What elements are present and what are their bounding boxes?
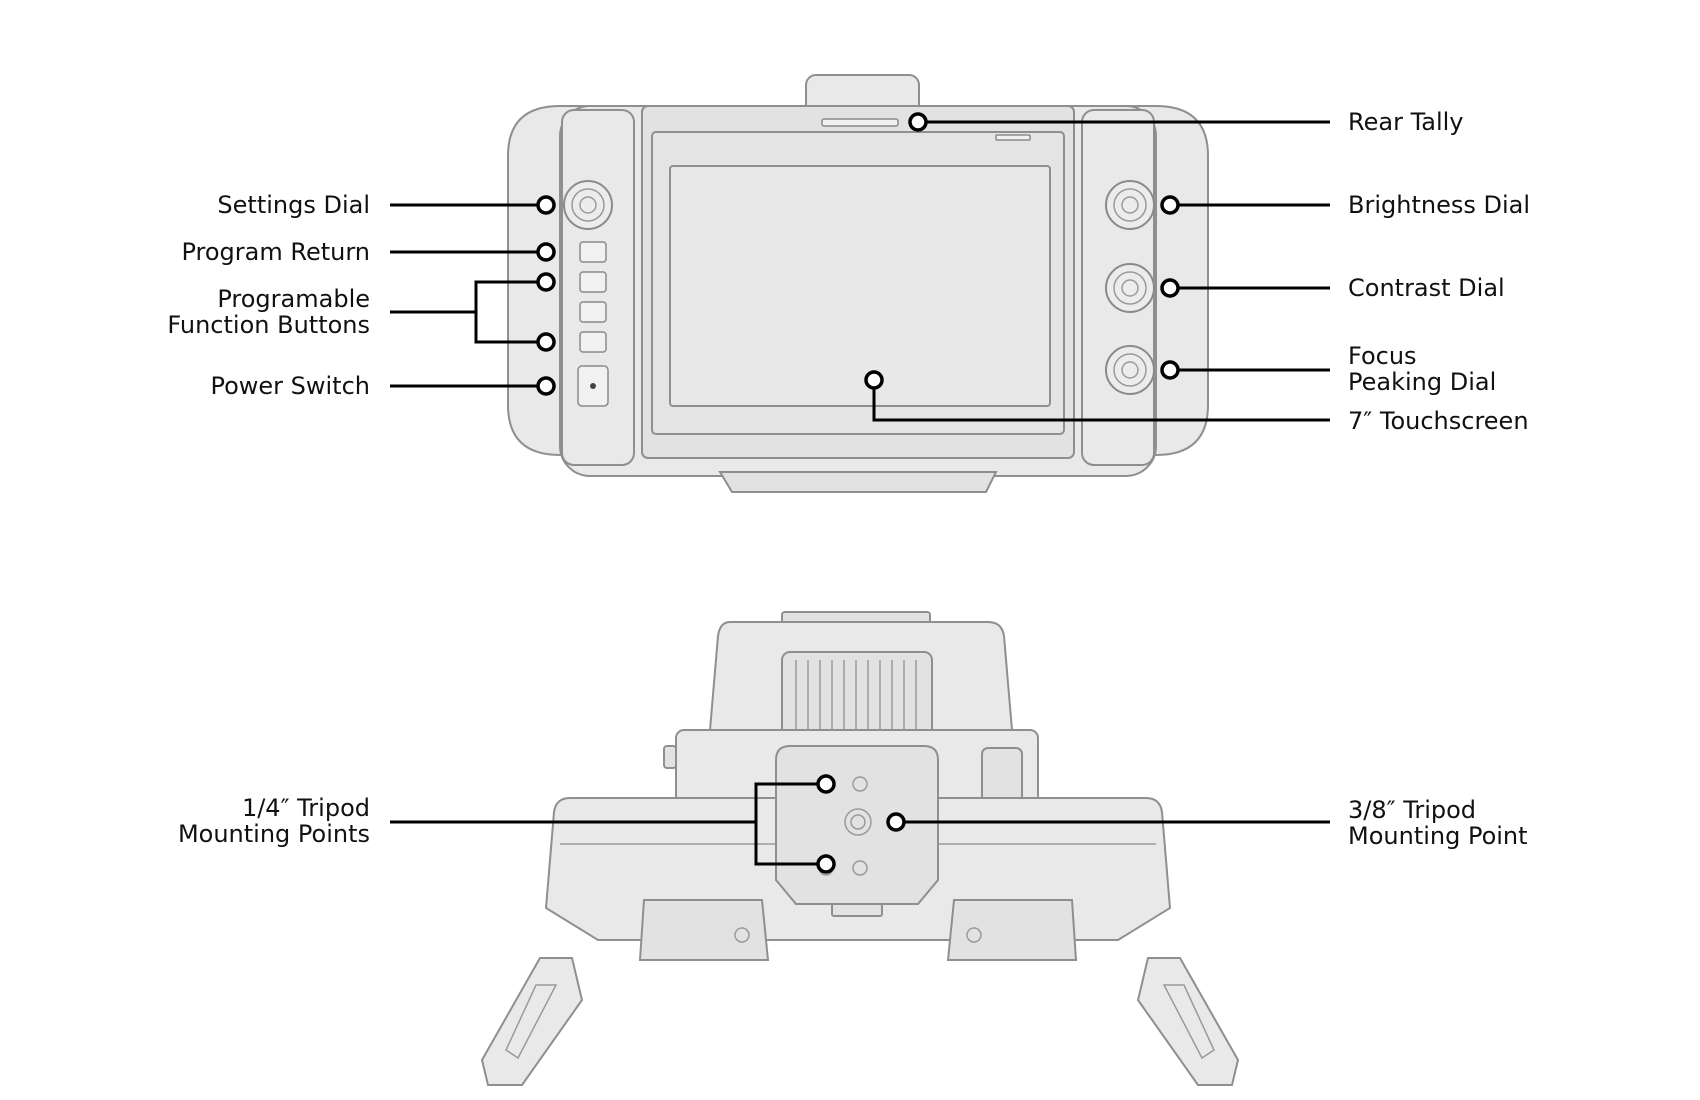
function-button-3: [579, 331, 607, 353]
label-quarter-inch-line-2: Mounting Points: [178, 820, 370, 848]
focus-peaking-dial-knob: [1105, 345, 1155, 395]
program-return-button: [579, 241, 607, 263]
label-brightness-dial: Brightness Dial: [1348, 191, 1530, 219]
brightness-dial-marker: [1160, 195, 1180, 215]
power-switch-marker: [536, 376, 556, 396]
label-quarter-inch-line-1: 1/4″ Tripod: [242, 794, 370, 822]
contrast-dial-knob: [1105, 263, 1155, 313]
right-foot: [1136, 957, 1240, 1086]
front-view-device: [507, 74, 1209, 493]
rear-tally-marker: [908, 112, 928, 132]
label-focus-line-2: Peaking Dial: [1348, 368, 1496, 396]
callout-leaders: [390, 112, 1330, 874]
function-button-1: [579, 271, 607, 293]
settings-dial-marker: [536, 195, 556, 215]
rear-tally-strip: [821, 118, 899, 127]
function-button-2: [579, 301, 607, 323]
label-program-return: Program Return: [181, 238, 370, 266]
callout-labels: Rear Tally Settings Dial Program Return …: [167, 108, 1530, 850]
program-return-marker: [536, 242, 556, 262]
three-eighths-marker: [886, 812, 906, 832]
function-button-bottom-marker: [536, 332, 556, 352]
mounting-plate: [775, 745, 939, 905]
label-rear-tally: Rear Tally: [1348, 108, 1464, 136]
label-programmable-line-1: Programable: [217, 285, 370, 313]
brightness-dial-knob: [1105, 180, 1155, 230]
tripod-hole-3-8: [844, 808, 872, 836]
quarter-inch-bottom-marker: [816, 854, 836, 874]
label-contrast-dial: Contrast Dial: [1348, 274, 1505, 302]
settings-dial-knob: [563, 180, 613, 230]
touchscreen-display: [669, 165, 1051, 407]
left-foot: [480, 957, 584, 1086]
focus-peaking-dial-marker: [1160, 360, 1180, 380]
label-three-eighths-line-2: Mounting Point: [1348, 822, 1528, 850]
bottom-view-device: [480, 611, 1240, 1086]
label-focus-line-1: Focus: [1348, 342, 1417, 370]
touchscreen-marker: [864, 370, 884, 390]
contrast-dial-marker: [1160, 278, 1180, 298]
quarter-inch-top-marker: [816, 774, 836, 794]
label-touchscreen: 7″ Touchscreen: [1348, 407, 1529, 435]
label-power-switch: Power Switch: [210, 372, 370, 400]
function-button-top-marker: [536, 272, 556, 292]
label-settings-dial: Settings Dial: [217, 191, 370, 219]
label-three-eighths-line-1: 3/8″ Tripod: [1348, 796, 1476, 824]
label-programmable-line-2: Function Buttons: [167, 311, 370, 339]
